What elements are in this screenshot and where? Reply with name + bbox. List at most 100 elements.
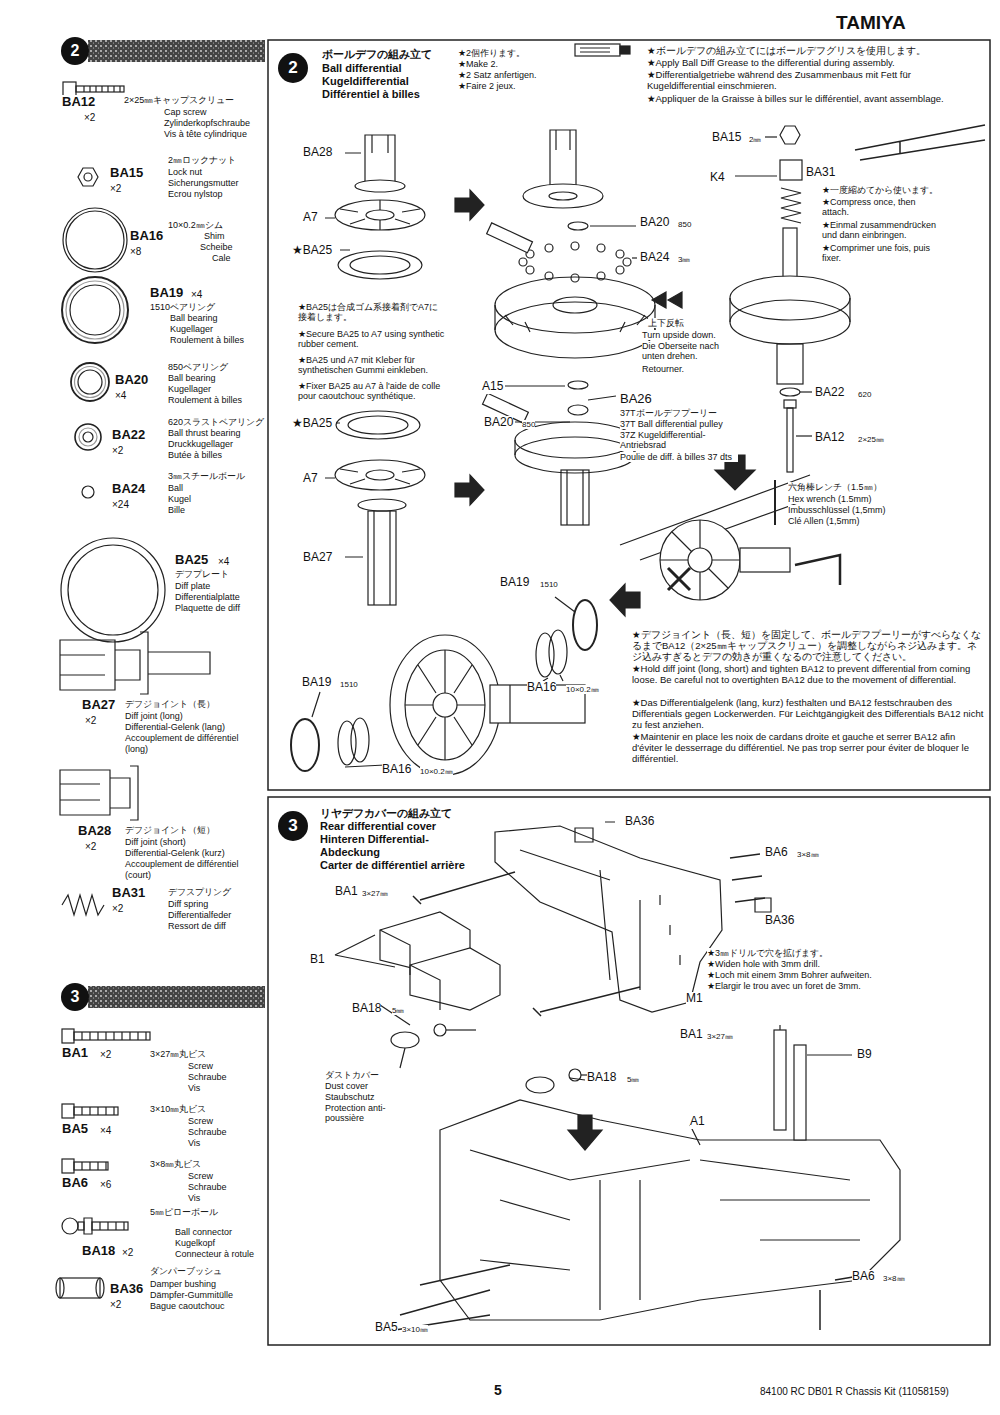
part-label: ★BA25 <box>292 244 332 258</box>
part-label: ★2個作ります。 <box>458 48 525 58</box>
part-label: 5㎜ <box>392 1006 404 1015</box>
part-label: Bille <box>168 505 185 515</box>
part-label: ★Make 2. <box>458 59 498 69</box>
part-label: Cale <box>212 253 231 263</box>
part-label: 2×25㎜ <box>858 435 884 444</box>
part-label: Ecrou nylstop <box>168 189 223 199</box>
part-label: 850 <box>522 420 535 429</box>
part-label: Turn upside down. <box>642 330 716 340</box>
part-label: Kugellager <box>170 324 213 334</box>
part-label: BA12 <box>62 95 95 110</box>
part-label: A7 <box>303 211 318 225</box>
part-label: BA24 <box>112 482 145 497</box>
part-label: 3㎜ <box>678 255 690 264</box>
part-label: ★Comprimer une fois, puis fixer. <box>822 243 934 264</box>
part-label: Rear differential cover <box>320 820 436 833</box>
part-label: ×2 <box>110 1299 121 1311</box>
part-label: BA12 <box>815 431 844 445</box>
part-label: BA1 <box>680 1028 703 1042</box>
part-label: 2㎜ <box>749 135 761 144</box>
part-label: 1510ベアリング <box>150 302 215 312</box>
part-label: ★BA25 und A7 mit Kleber für synthetische… <box>298 355 446 376</box>
part-label: ボールデフの組み立て <box>322 48 432 61</box>
part-label: Vis <box>188 1138 200 1148</box>
part-label: ★Faire 2 jeux. <box>458 81 516 91</box>
part-label: Dämpfer-Gummitülle <box>150 1290 233 1300</box>
part-label: Roulement à billes <box>168 395 242 405</box>
part-label: Différentiel à billes <box>322 88 420 101</box>
part-label: 850 <box>678 220 691 229</box>
part-label: BA25 <box>175 553 208 568</box>
step-number: 3 <box>61 983 89 1011</box>
part-label: 5㎜ <box>627 1075 639 1084</box>
part-label: Hex wrench (1.5mm) <box>788 494 872 504</box>
part-label: ×8 <box>130 246 141 258</box>
part-label: ×4 <box>191 289 202 301</box>
part-label: BA36 <box>110 1282 143 1297</box>
part-label: 5㎜ピローボール <box>150 1207 218 1217</box>
part-label: M1 <box>686 992 703 1006</box>
part-label: BA28 <box>78 824 111 839</box>
part-label: Diff plate <box>175 581 210 591</box>
part-label: BA6 <box>62 1176 88 1191</box>
part-label: Ball bearing <box>168 373 216 383</box>
part-label: Hinteren Differential-Abdeckung <box>320 833 450 858</box>
part-label: ×2 <box>84 112 95 124</box>
part-label: ×4 <box>100 1125 111 1137</box>
part-label: ×2 <box>110 183 121 195</box>
part-label: B9 <box>857 1048 872 1062</box>
part-label: 3×10㎜ <box>402 1325 428 1334</box>
part-label: Connecteur à rotule <box>175 1249 254 1259</box>
part-label: ★3㎜ドリルで穴を拡げます。 <box>707 948 828 958</box>
part-label: ダンパーブッシュ <box>150 1266 222 1276</box>
part-label: Vis à tête cylindrique <box>164 129 247 139</box>
part-label: BA24 <box>640 251 669 265</box>
part-label: ×2 <box>112 903 123 915</box>
part-label: Scheibe <box>200 242 233 252</box>
part-label: Diff joint (short) <box>125 837 186 847</box>
part-label: BA15 <box>712 131 741 145</box>
part-label: Ball thrust bearing <box>168 428 241 438</box>
part-label: 3㎜スチールボール <box>168 471 245 481</box>
part-label: 620スラストベアリング <box>168 417 264 427</box>
part-label: Screw <box>188 1061 213 1071</box>
part-label: 3×8㎜ <box>797 850 819 859</box>
part-label: Ball differential <box>322 62 401 75</box>
part-label: 850ベアリング <box>168 362 228 372</box>
part-label: (court) <box>125 870 151 880</box>
part-label: 2㎜ロックナット <box>168 155 236 165</box>
part-label: 10×0.2㎜ <box>566 685 599 694</box>
part-label: Screw <box>188 1116 213 1126</box>
part-label: 2×25㎜キャップスクリュー <box>124 95 234 105</box>
part-label: Kugeldifferential <box>322 75 409 88</box>
part-label: Zylinderkopfschraube <box>164 118 250 128</box>
part-label: ★Differentialgetriebe während des Zusamm… <box>647 70 947 92</box>
part-label: ★Loch mit einem 3mm Bohrer aufweiten. <box>707 970 872 980</box>
part-label: Retourner. <box>642 364 684 374</box>
part-label: BA18 <box>82 1244 115 1259</box>
part-label: ★Compress once, then attach. <box>822 197 934 218</box>
part-label: BA31 <box>806 166 835 180</box>
part-label: BA22 <box>112 428 145 443</box>
part-label: B1 <box>310 953 325 967</box>
part-label: Kugel <box>168 494 191 504</box>
part-label: 37Z Kugeldifferential-Antriebsrad <box>620 430 738 451</box>
part-label: ×2 <box>122 1247 133 1259</box>
part-label: Butée à billes <box>168 450 222 460</box>
part-label: BA6 <box>852 1270 875 1284</box>
part-label: Plaquette de diff <box>175 603 240 613</box>
step-number-text: 3 <box>71 988 80 1006</box>
part-label: Ball connector <box>175 1227 232 1237</box>
part-label: ★Einmal zusammendrücken und dann einbrin… <box>822 220 947 241</box>
part-label: Cap screw <box>164 107 207 117</box>
part-label: ★Apply Ball Diff Grease to the different… <box>647 58 982 69</box>
part-label: Accouplement de différentiel <box>125 733 238 743</box>
part-label: BA19 <box>150 286 183 301</box>
part-label: ★Das Differentialgelenk (lang, kurz) fes… <box>632 698 984 731</box>
part-label: ×2 <box>100 1049 111 1061</box>
part-label: BA19 <box>302 676 331 690</box>
part-label: 37Tボールデフプーリー <box>620 408 717 418</box>
part-label: BA28 <box>303 146 332 160</box>
part-label: Lock nut <box>168 167 202 177</box>
part-label: ★Secure BA25 to A7 using synthetic rubbe… <box>298 329 446 350</box>
